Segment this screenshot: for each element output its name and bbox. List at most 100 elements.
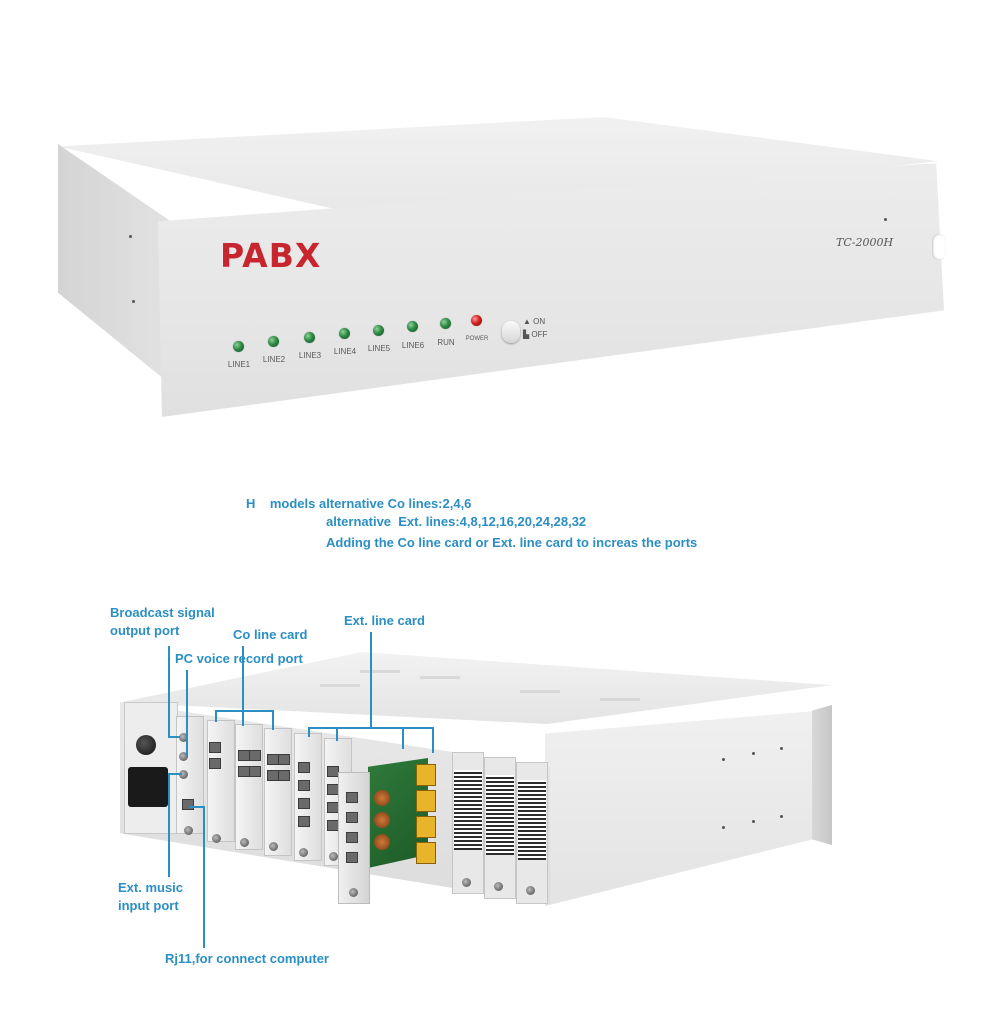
rj-port[interactable]: [346, 852, 358, 863]
spec-co-lines: H models alternative Co lines:2,4,6: [246, 496, 472, 511]
rj-port[interactable]: [278, 770, 290, 781]
led-label-run: RUN: [437, 338, 455, 347]
rj-port[interactable]: [298, 762, 310, 773]
side-dot: [752, 820, 755, 823]
led-label-line5: LINE5: [367, 344, 391, 353]
led-line1-indicator: [233, 341, 244, 352]
top-vent-slit: [360, 670, 400, 673]
leader-line-ext-card: [336, 727, 338, 741]
side-dot: [722, 826, 725, 829]
leader-line-broadcast: [168, 736, 180, 738]
leader-line-co-card: [242, 646, 244, 710]
rj-port[interactable]: [298, 780, 310, 791]
rj-port[interactable]: [327, 766, 339, 777]
leader-line-ext-card: [370, 632, 372, 728]
leader-line-ext-card: [432, 727, 434, 753]
led-label-power: POWER: [465, 336, 489, 342]
leader-line-rj11: [190, 806, 204, 808]
callout-pc-voice-record: PC voice record port: [175, 651, 303, 666]
callout-ext-music-input: Ext. music input port: [118, 880, 184, 913]
spec-ext-lines: alternative Ext. lines:4,8,12,16,20,24,2…: [326, 514, 587, 529]
audio-jack-music-input[interactable]: [179, 770, 188, 779]
transformer-coil-icon: [374, 834, 390, 850]
led-label-line1: LINE1: [227, 360, 251, 369]
panel-screw-icon: [212, 834, 221, 843]
transformer-coil-icon: [374, 790, 390, 806]
switch-off-text: OFF: [531, 330, 548, 339]
brand-logo: PABX: [220, 236, 322, 275]
rj-port[interactable]: [278, 754, 290, 765]
co-line-card-1: [235, 724, 263, 850]
leader-line-music-input: [168, 773, 182, 775]
vent-grille: [454, 770, 482, 850]
top-vent-slit: [520, 690, 560, 693]
leader-line-co-card: [215, 710, 273, 712]
led-label-line2: LINE2: [262, 355, 286, 364]
vent-grille: [486, 775, 514, 855]
led-line6-indicator: [407, 321, 418, 332]
leader-line-music-input: [168, 773, 170, 877]
rj-port[interactable]: [209, 742, 221, 753]
relay-component-icon: [416, 764, 436, 786]
rack-ear: [812, 705, 832, 845]
power-switch-button[interactable]: [502, 321, 520, 343]
led-line4-indicator: [339, 328, 350, 339]
panel-screw-icon: [526, 886, 535, 895]
led-line3-indicator: [304, 332, 315, 343]
led-label-line3: LINE3: [298, 351, 322, 360]
leader-line-co-card: [242, 710, 244, 726]
rj-port[interactable]: [298, 798, 310, 809]
panel-screw-icon: [269, 842, 278, 851]
panel-screw-icon: [299, 848, 308, 857]
leader-line-rj11: [203, 806, 205, 948]
rj-port[interactable]: [249, 750, 261, 761]
panel-screw-icon: [494, 882, 503, 891]
side-dot: [752, 752, 755, 755]
panel-screw-icon: [184, 826, 193, 835]
side-dot: [129, 235, 132, 238]
panel-screw-icon: [462, 878, 471, 887]
switch-on-text: ON: [533, 317, 546, 326]
vent-grille: [518, 780, 546, 860]
led-power-indicator: [471, 315, 482, 326]
panel-screw-icon: [240, 838, 249, 847]
top-vent-slit: [420, 676, 460, 679]
rj-port[interactable]: [249, 766, 261, 777]
led-label-line4: LINE4: [333, 347, 357, 356]
rj11-computer-port[interactable]: [182, 799, 194, 810]
panel-screw-icon: [349, 888, 358, 897]
callout-ext-line-card: Ext. line card: [344, 613, 425, 628]
transformer-coil-icon: [374, 812, 390, 828]
power-socket-icon: [128, 767, 168, 807]
co-line-card-2: [264, 728, 292, 856]
relay-component-icon: [416, 842, 436, 864]
callout-co-line-card: Co line card: [233, 627, 308, 642]
side-dot: [722, 758, 725, 761]
relay-component-icon: [416, 816, 436, 838]
rj-port[interactable]: [346, 812, 358, 823]
callout-broadcast-output: Broadcast signal output port: [110, 605, 215, 638]
leader-line-ext-card: [308, 727, 434, 729]
ext-line-card-slot: [207, 720, 235, 842]
rj-port[interactable]: [298, 816, 310, 827]
leader-line-pc-voice: [186, 670, 188, 756]
switch-off-label: ▙ OFF: [523, 330, 548, 339]
side-dot: [780, 747, 783, 750]
rj-port[interactable]: [209, 758, 221, 769]
spec-add-cards: Adding the Co line card or Ext. line car…: [326, 535, 698, 550]
panel-screw-icon: [329, 852, 338, 861]
leader-line-ext-card: [402, 727, 404, 749]
relay-component-icon: [416, 790, 436, 812]
callout-rj11-computer: Rj11,for connect computer: [165, 951, 329, 966]
rj-port[interactable]: [346, 792, 358, 803]
front-unit-left-side: [58, 144, 170, 384]
led-label-line6: LINE6: [401, 341, 425, 350]
switch-on-label: ▲ ON: [523, 317, 546, 326]
leader-line-co-card: [272, 710, 274, 730]
rj-port[interactable]: [346, 832, 358, 843]
leader-line-ext-card: [308, 727, 310, 737]
audio-jack-pc-record[interactable]: [179, 752, 188, 761]
top-vent-slit: [600, 698, 640, 701]
side-dot: [780, 815, 783, 818]
audio-jack-broadcast-output[interactable]: [179, 733, 188, 742]
